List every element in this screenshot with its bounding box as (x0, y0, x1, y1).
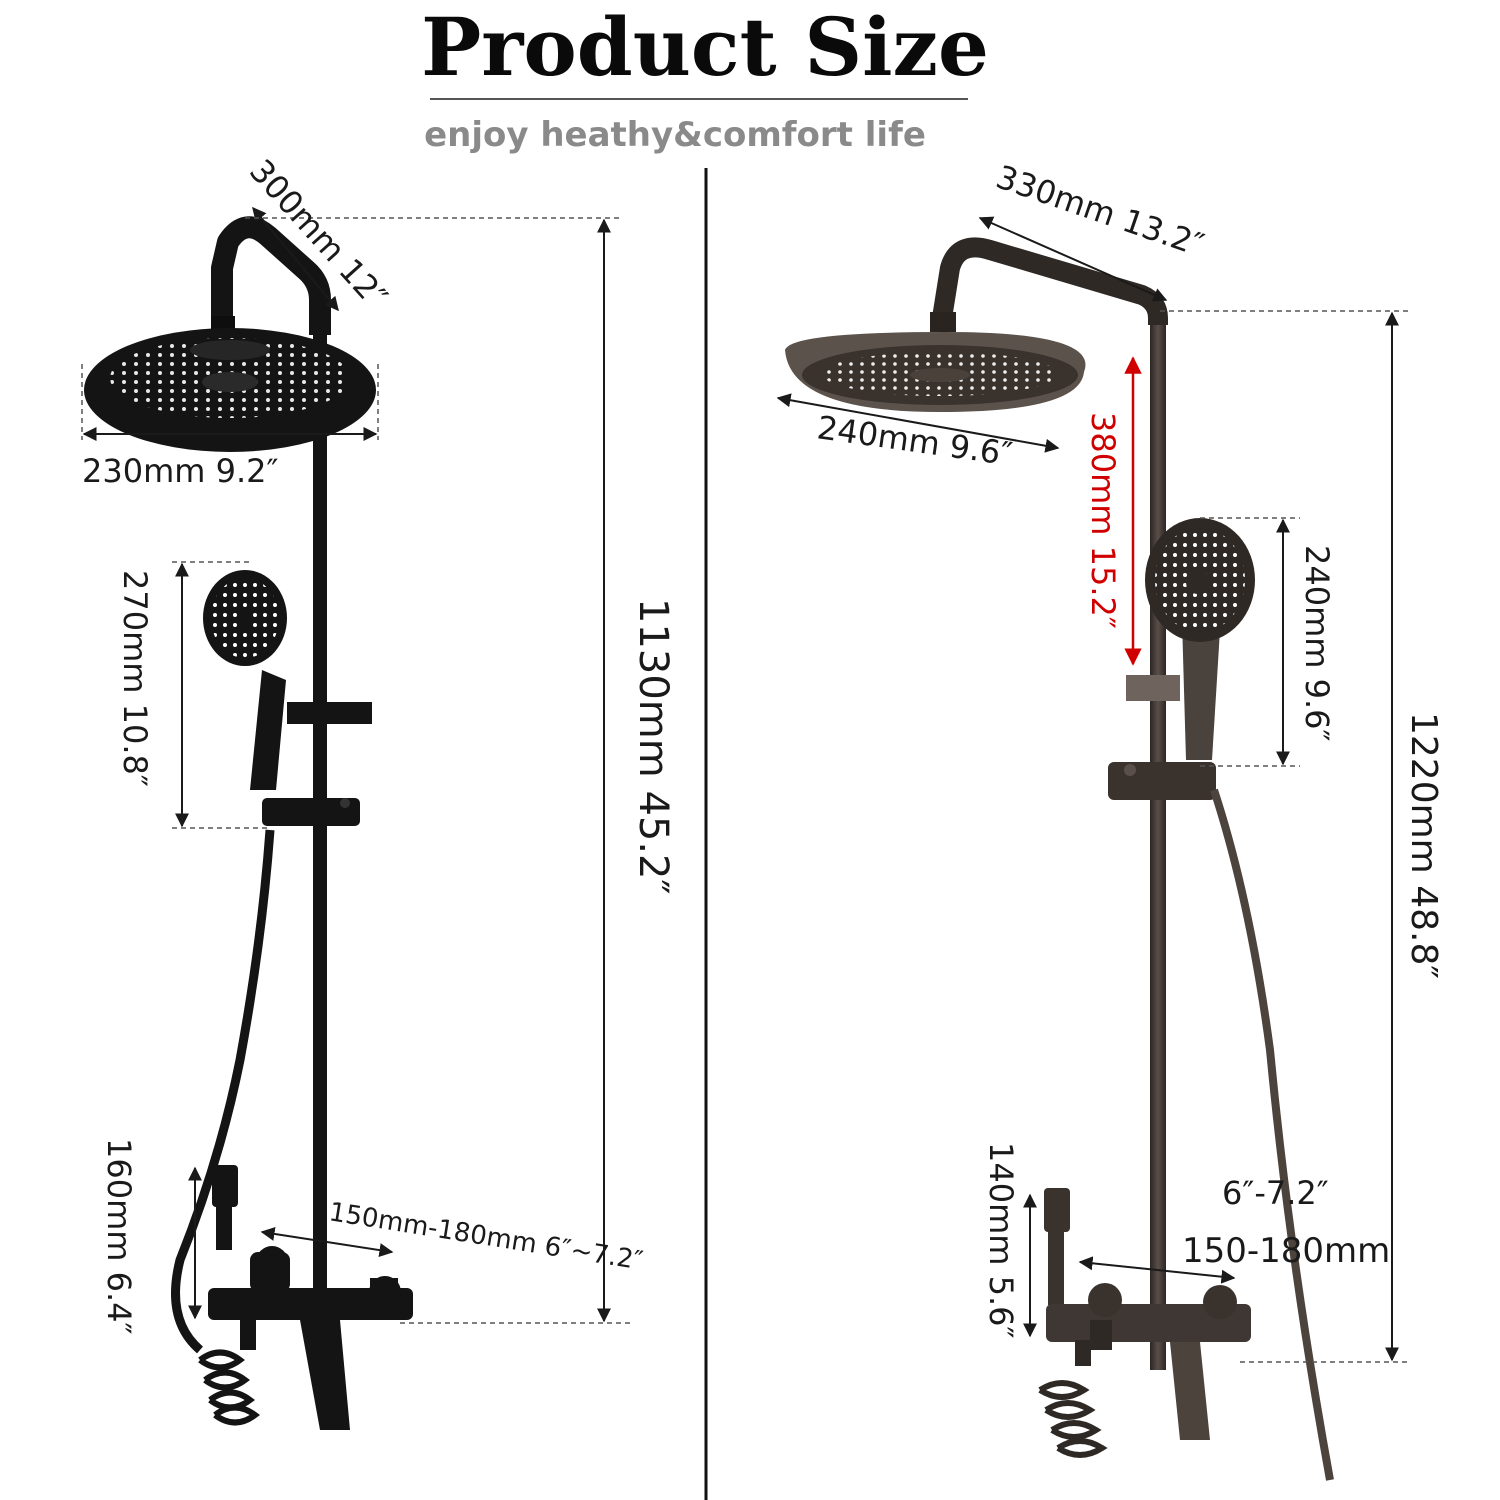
page-title: Product Size (421, 0, 989, 94)
right-valve-height-label: 140mm 5.6″ (982, 1142, 1020, 1338)
right-dimensions (776, 216, 1410, 1363)
left-hand-shower (203, 570, 287, 790)
right-hand-shower-label: 240mm 9.6″ (1298, 545, 1336, 741)
left-dimensions (81, 206, 630, 1324)
right-inlet-spacing-in-label: 6″-7.2″ (1222, 1174, 1329, 1212)
left-total-height-label: 1130mm 45.2″ (630, 598, 676, 894)
right-arm-label: 330mm 13.2″ (991, 158, 1208, 265)
right-inlet-spacing-mm-label: 150-180mm (1182, 1231, 1390, 1271)
right-total-height-label: 1220mm 48.8″ (1403, 712, 1444, 979)
left-shower-set (84, 216, 413, 1430)
page-subtitle: enjoy heathy&comfort life (424, 115, 926, 155)
left-head-label: 230mm 9.2″ (82, 452, 278, 490)
left-rain-head (84, 328, 376, 452)
right-shower-set (785, 237, 1334, 1481)
right-head-label: 240mm 9.6″ (815, 408, 1015, 473)
left-hand-shower-label: 270mm 10.8″ (116, 570, 154, 787)
right-rain-head (785, 332, 1086, 412)
right-slide-height-label: 380mm 15.2″ (1084, 412, 1122, 629)
left-inlet-spacing-label: 150mm-180mm 6″~7.2″ (327, 1197, 645, 1276)
left-valve-height-label: 160mm 6.4″ (100, 1138, 138, 1334)
right-hand-shower (1145, 518, 1255, 760)
